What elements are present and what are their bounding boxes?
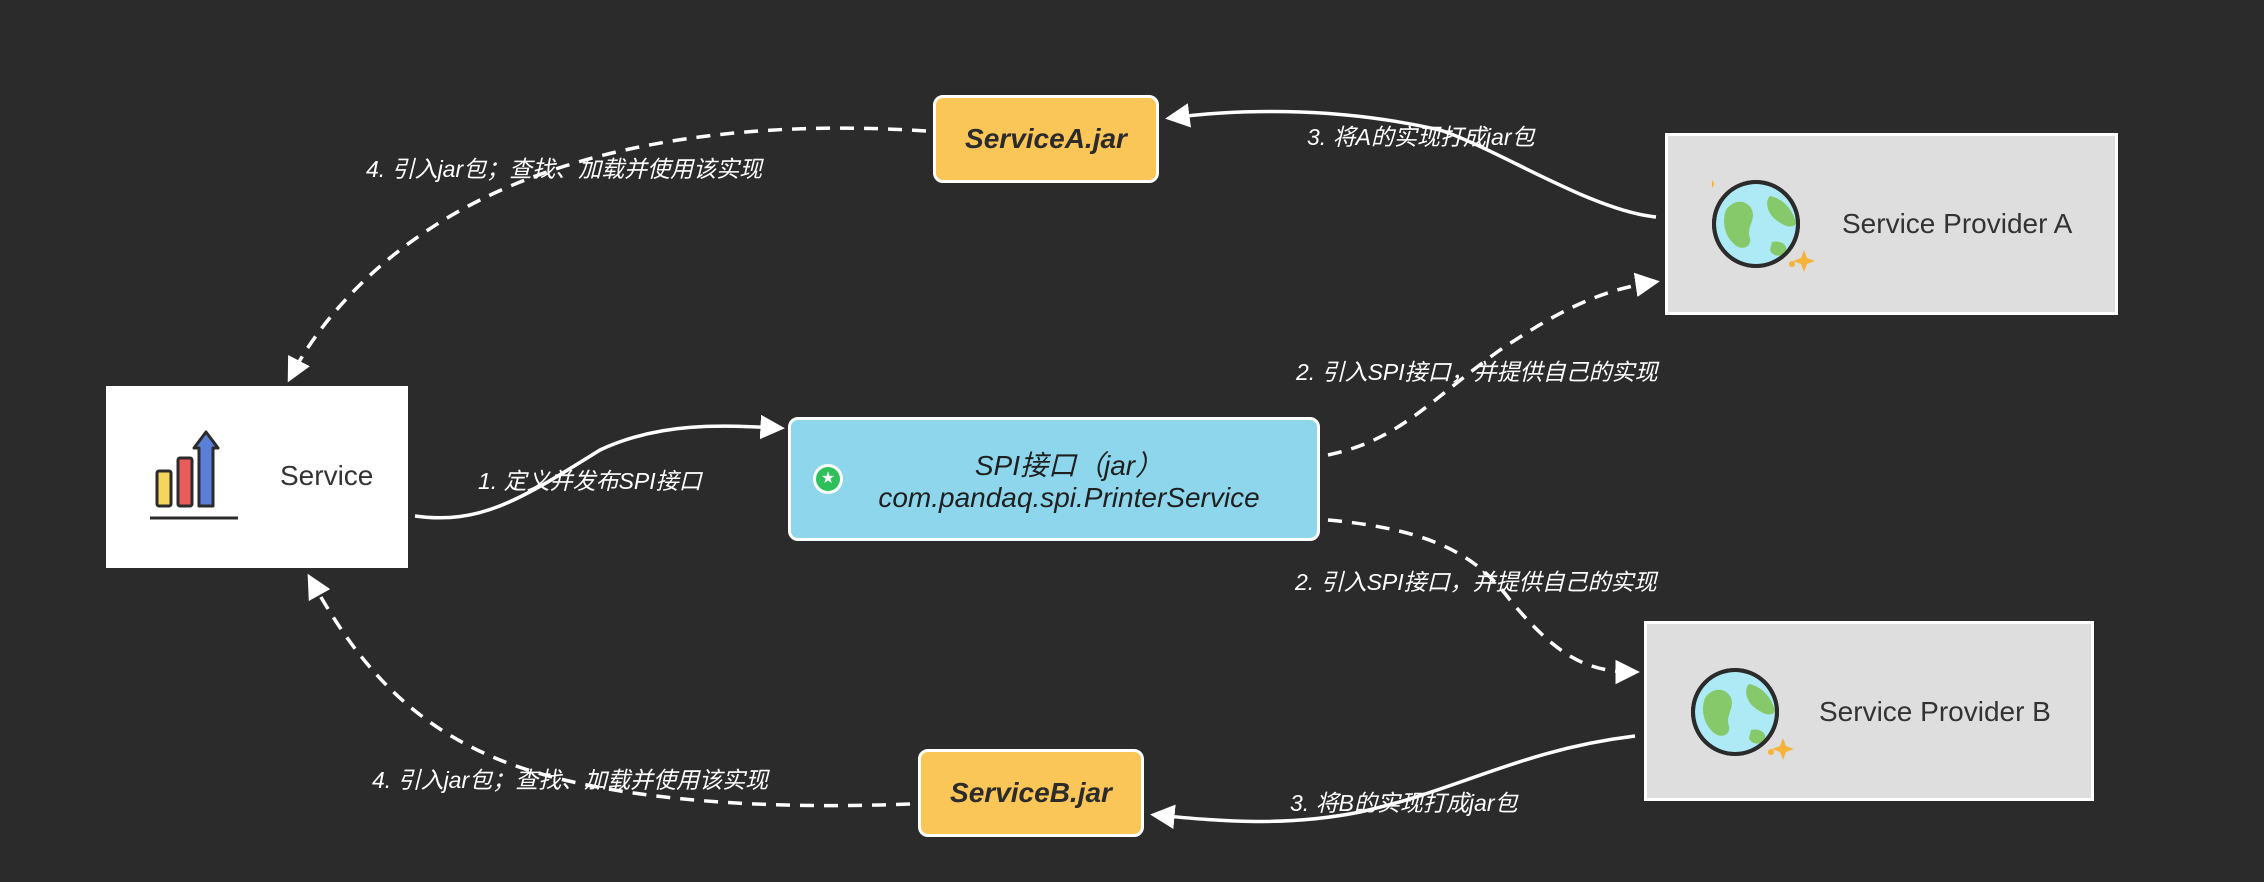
star-badge-icon: ★ (813, 464, 843, 494)
edge-label-load-a: 4. 引入jar包；查找、加载并使用该实现 (366, 156, 763, 182)
service-node: Service (106, 386, 408, 568)
bar-chart-growth-icon (150, 430, 238, 520)
edge-label-impl-b: 2. 引入SPI接口，并提供自己的实现 (1295, 569, 1657, 595)
edge-pack-a (1165, 103, 1657, 219)
service-provider-a-node: Service Provider A (1665, 133, 2118, 315)
edge-label-impl-a: 2. 引入SPI接口，并提供自己的实现 (1296, 359, 1658, 385)
edge-define-spi (414, 414, 785, 520)
spi-interface-node: ★ SPI接口（jar） com.pandaq.spi.PrinterServi… (788, 417, 1320, 541)
edge-impl-b (1327, 518, 1640, 685)
edge-pack-b (1150, 734, 1636, 829)
provider-a-label: Service Provider A (1842, 208, 2073, 239)
provider-b-label: Service Provider B (1819, 696, 2051, 727)
service-provider-b-node: Service Provider B (1644, 621, 2094, 801)
edge-impl-a (1327, 272, 1660, 457)
globe-icon (1712, 180, 1815, 272)
edge-label-pack-b: 3. 将B的实现打成jar包 (1290, 790, 1518, 816)
spi-title: SPI接口（jar） (974, 450, 1164, 481)
edge-load-b (307, 573, 911, 808)
service-label: Service (280, 460, 374, 491)
service-a-jar-node: ServiceA.jar (933, 95, 1159, 183)
globe-icon (1691, 668, 1794, 760)
edge-label-pack-a: 3. 将A的实现打成jar包 (1307, 124, 1535, 150)
edge-label-load-b: 4. 引入jar包；查找、加载并使用该实现 (372, 767, 769, 793)
edge-label-define-spi: 1. 定义并发布SPI接口 (478, 468, 702, 494)
service-b-jar-node: ServiceB.jar (918, 749, 1144, 837)
spi-class-name: com.pandaq.spi.PrinterService (878, 482, 1260, 513)
